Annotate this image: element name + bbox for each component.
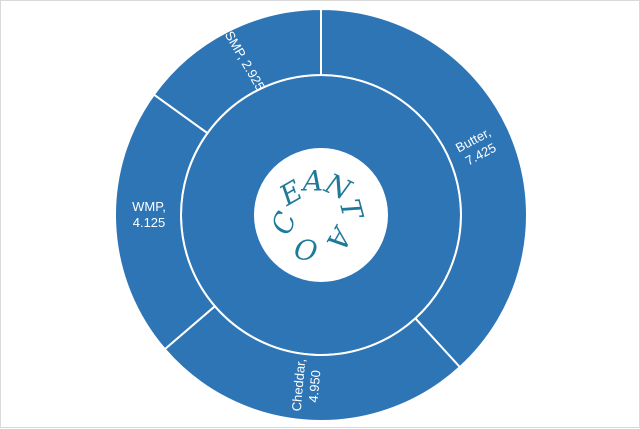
svg-text:C: C: [265, 207, 303, 238]
svg-text:A: A: [300, 165, 323, 198]
data-label-wmp: WMP,4.125: [132, 199, 166, 230]
svg-text:O: O: [292, 231, 320, 267]
svg-text:A: A: [320, 219, 360, 256]
inner-ring-total: [180, 74, 462, 357]
segment-cheddar: [163, 304, 462, 422]
segment-butter: [320, 7, 528, 369]
data-label-cheddar: Cheddar,4.950: [289, 358, 324, 413]
segment-smp: [152, 7, 322, 135]
